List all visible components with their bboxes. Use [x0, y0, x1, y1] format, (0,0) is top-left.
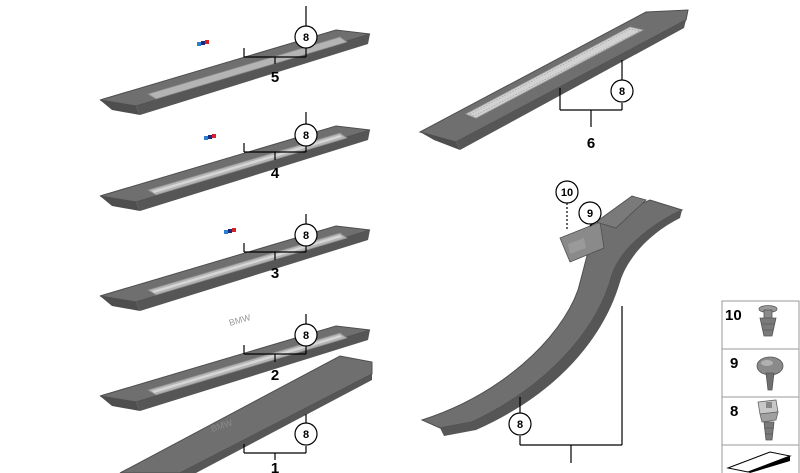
push-rivet-icon: [758, 305, 778, 337]
rear-sill-trim-6: [418, 9, 689, 150]
door-sill-trim-3: [99, 225, 371, 312]
part-number-6: 6: [587, 135, 595, 152]
legend-number-10: 10: [725, 307, 742, 324]
svg-text:10: 10: [561, 187, 573, 199]
legend-number-9: 9: [730, 355, 738, 372]
svg-text:8: 8: [619, 86, 625, 98]
callout-line-2: [243, 314, 307, 362]
part-number-3: 3: [271, 265, 279, 282]
callout-line-6: [559, 60, 623, 127]
callout-circle-4: 8: [294, 123, 318, 147]
svg-text:8: 8: [303, 429, 309, 441]
svg-text:8: 8: [303, 330, 309, 342]
strip-icon: [726, 451, 792, 473]
callout-line-5: [243, 6, 307, 64]
small-parts-legend: 10 9 8: [721, 300, 800, 473]
door-sill-trim-5: [99, 29, 371, 115]
m-logo-icon: [197, 40, 209, 46]
callout-circle-8: 8: [508, 412, 532, 436]
part-number-5: 5: [271, 69, 279, 86]
svg-text:8: 8: [517, 419, 523, 431]
callout-line-4: [243, 112, 307, 160]
door-sill-trim-1: [119, 355, 373, 473]
callout-circle-6: 8: [610, 79, 634, 103]
callout-circle-2: 8: [294, 323, 318, 347]
spreader-rivet-icon: [756, 356, 784, 391]
callout-circle-9: 9: [578, 201, 602, 225]
part-number-2: 2: [271, 367, 279, 384]
callout-circle-1: 8: [294, 422, 318, 446]
svg-text:8: 8: [303, 230, 309, 242]
bmw-logo-text: BMW: [228, 312, 252, 328]
callout-circle-3: 8: [294, 223, 318, 247]
clip-nut-icon: [757, 399, 779, 441]
door-sill-trim-4: [99, 125, 371, 212]
m-logo-icon: [224, 228, 236, 234]
callout-line-3: [243, 214, 307, 260]
part-number-4: 4: [271, 165, 280, 182]
curved-pillar-trim-7: [420, 195, 684, 436]
legend-number-8: 8: [730, 403, 738, 420]
part-number-1: 1: [271, 460, 279, 473]
callout-circle-10: 10: [555, 180, 579, 204]
svg-text:8: 8: [303, 32, 309, 44]
callout-line-1: [243, 414, 307, 460]
callout-circle-5: 8: [294, 25, 318, 49]
m-logo-icon: [204, 134, 216, 140]
svg-text:8: 8: [303, 130, 309, 142]
svg-text:9: 9: [587, 208, 593, 220]
